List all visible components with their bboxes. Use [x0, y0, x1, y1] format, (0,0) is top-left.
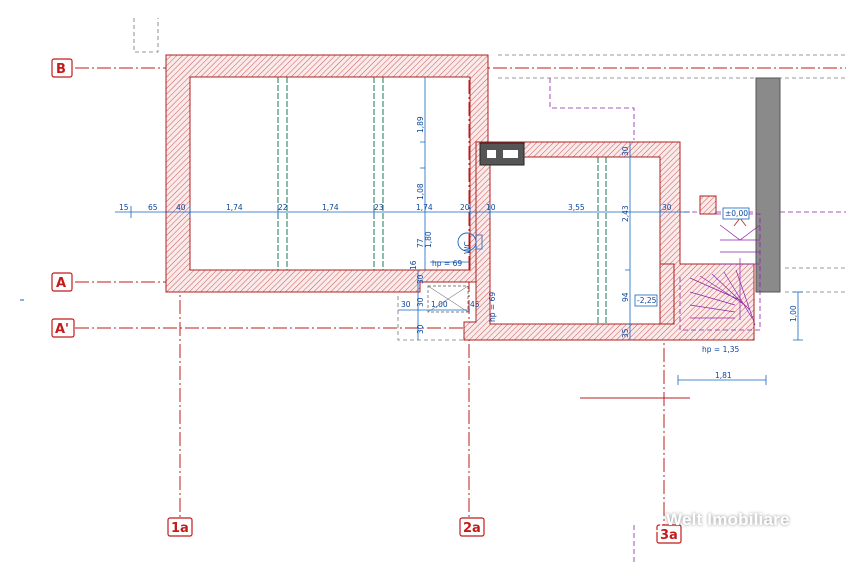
dim-1-08: 1,08	[416, 183, 425, 200]
joinery-lines	[277, 77, 607, 324]
dim-1-89: 1,89	[416, 116, 425, 133]
right-room-walls	[463, 141, 755, 341]
wc-label: WC	[463, 241, 472, 254]
dim-1-00-v: 1,00	[789, 305, 798, 322]
chimney-block	[479, 142, 525, 166]
dim-30-a: 30	[416, 274, 425, 284]
axis-label-b: B	[56, 62, 66, 77]
dim-30-b: 30	[401, 300, 411, 309]
walls	[165, 54, 781, 341]
axis-label-3a: 3a	[660, 528, 678, 543]
grid-axis-labels: B A A' 1a 2a 3a	[51, 58, 682, 544]
dim-20: 20	[460, 203, 470, 212]
dim-1-74-b: 1,74	[322, 203, 339, 212]
dimension-lines	[20, 77, 803, 399]
dim-30-right: 30	[662, 203, 672, 212]
dim-1-74-a: 1,74	[226, 203, 243, 212]
level-minus-2-25: -2,25	[637, 296, 657, 305]
dim-77: 77	[416, 238, 425, 248]
dim-30-d: 30	[416, 324, 425, 334]
dim-15: 15	[119, 203, 129, 212]
dim-65: 65	[148, 203, 158, 212]
dim-16: 16	[409, 260, 418, 270]
level-markers: ±0,00 -2,25	[634, 207, 750, 307]
dim-30-top: 30	[621, 146, 630, 156]
axis-label-2a: 2a	[463, 521, 481, 536]
dim-45: 45	[470, 300, 480, 309]
watermark-logo-icon	[628, 502, 662, 532]
hp-69-a: hp = 69	[432, 259, 462, 268]
dim-40: 40	[176, 203, 186, 212]
dim-10: 10	[486, 203, 496, 212]
hp-69-b: hp = 69	[488, 292, 497, 322]
neighbour-wall	[755, 77, 781, 293]
staircase	[679, 213, 761, 331]
dim-94: 94	[621, 292, 630, 302]
dim-22: 22	[278, 203, 288, 212]
dim-23: 23	[374, 203, 384, 212]
wc-fixture	[427, 232, 483, 313]
dim-35: 35	[621, 328, 630, 338]
axis-label-1a: 1a	[171, 521, 189, 536]
dim-1-00-h: 1,00	[431, 300, 448, 309]
left-room-walls	[165, 54, 489, 293]
watermark-text: Welt Imobiliare	[666, 510, 790, 529]
dimension-labels: 15 65 40 1,74 22 1,74 23 1,74 20 10 3,55…	[119, 116, 798, 380]
dim-3-55: 3,55	[568, 203, 585, 212]
level-0-00: ±0,00	[725, 209, 748, 218]
axis-label-a-prime: A'	[55, 322, 69, 337]
hp-1-35: hp = 1,35	[702, 345, 739, 354]
axis-label-a: A	[56, 276, 66, 291]
dim-1-81: 1,81	[715, 371, 732, 380]
dim-30-c: 30	[416, 297, 425, 307]
dim-2-43: 2,43	[621, 205, 630, 222]
dim-1-80: 1,80	[424, 231, 433, 248]
dim-1-74-c: 1,74	[416, 203, 433, 212]
